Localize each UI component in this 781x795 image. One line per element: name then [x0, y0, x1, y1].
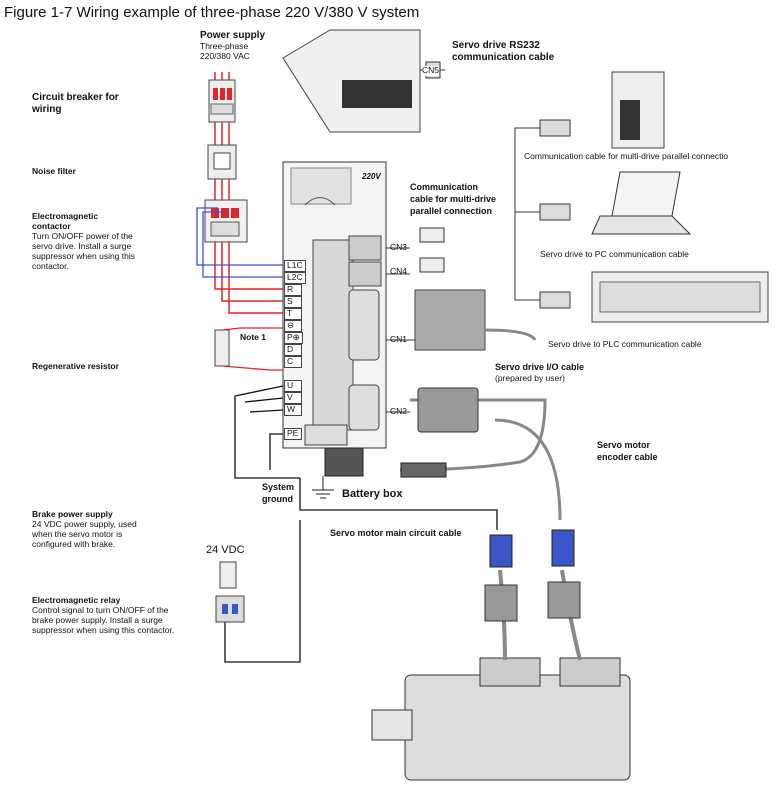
circuit-breaker-icon: [208, 79, 236, 123]
io-cable-sub: (prepared by user): [495, 373, 565, 383]
multi-drive-cable-label: Communication cable for multi-drive para…: [524, 151, 729, 161]
multi-drive-line1: Communication: [410, 182, 479, 192]
main-circuit-cable-label: Servo motor main circuit cable: [330, 528, 462, 538]
drive-voltage-label: 220V: [362, 172, 381, 181]
terminal-label: L2C: [284, 272, 306, 284]
drive-panel-top: [282, 29, 445, 133]
rj45-plug-icons: [419, 119, 571, 309]
rs232-line2: communication cable: [452, 52, 555, 63]
contactor-title1: Electromagnetic: [32, 211, 99, 221]
cn1-label: CN1: [390, 334, 408, 344]
cn4-label: CN4: [390, 266, 408, 276]
power-supply-line1: Three-phase: [200, 41, 249, 51]
terminal-label: T: [284, 308, 302, 320]
relay-desc1: brake power supply. Install a surge: [32, 615, 163, 625]
io-cable-title: Servo drive I/O cable: [495, 362, 585, 372]
encoder-cable-line1: Servo motor: [597, 440, 651, 450]
battery-box-icon: [312, 447, 364, 499]
plc-cable-label: Servo drive to PLC communication cable: [548, 339, 702, 349]
battery-box-label: Battery box: [342, 488, 403, 500]
breaker-line2: wiring: [32, 104, 62, 115]
terminal-label: L1C: [284, 260, 306, 272]
multi-drive-device-icon: [611, 71, 665, 149]
encoder-connector-icon: [400, 462, 447, 478]
relay-title: Electromagnetic relay: [32, 595, 121, 605]
terminal-label: PE: [284, 428, 302, 440]
system-ground-line2: ground: [262, 494, 293, 504]
noise-filter-label: Noise filter: [32, 166, 76, 176]
terminal-label: P⊕: [284, 332, 303, 344]
relay-desc2: suppressor when using this contactor.: [32, 625, 175, 635]
power-supply-line2: 220/380 VAC: [200, 51, 250, 61]
contactor-title2: contactor: [32, 221, 71, 231]
plc-icon: [591, 271, 769, 323]
laptop-icon: [591, 171, 692, 235]
control-power-wires: [196, 207, 283, 278]
brake-supply-title: Brake power supply: [32, 509, 113, 519]
encoder-cable-line2: encoder cable: [597, 452, 658, 462]
contactor-desc2: suppressor when using this: [32, 251, 136, 261]
pc-cable-label: Servo drive to PC communication cable: [540, 249, 689, 259]
io-wires: [386, 247, 420, 413]
terminal-label: U: [284, 380, 302, 392]
terminal-label: ⊖: [284, 320, 302, 332]
io-connector-icon: [414, 289, 486, 351]
relay-desc0: Control signal to turn ON/OFF of the: [32, 605, 169, 615]
cn3-label: CN3: [390, 242, 408, 252]
power-supply-title: Power supply: [200, 30, 266, 41]
system-ground-line1: System: [262, 482, 295, 492]
terminal-label: C: [284, 356, 302, 368]
contactor-desc3: contactor.: [32, 261, 69, 271]
regenerative-resistor-icon: [214, 327, 283, 371]
motor-cable-connectors: [484, 529, 582, 661]
multi-drive-line3: parallel connection: [410, 206, 493, 216]
brake-supply-desc2: configured with brake.: [32, 539, 116, 549]
cn2-connector-icon: [417, 387, 479, 433]
comm-cable-tree: [514, 127, 540, 301]
main-power-wires: [214, 242, 283, 314]
multi-drive-line2: cable for multi-drive: [410, 194, 497, 204]
motor-wires: [224, 385, 498, 663]
rs232-line1: Servo drive RS232: [452, 40, 540, 51]
noise-filter-icon: [207, 144, 237, 180]
breaker-line1: Circuit breaker for: [32, 92, 119, 103]
contactor-desc1: servo drive. Install a surge: [32, 241, 132, 251]
brake-supply-desc1: when the servo motor is: [32, 529, 123, 539]
brake-supply-desc0: 24 VDC power supply, used: [32, 519, 137, 529]
terminal-label: R: [284, 284, 302, 296]
terminal-label: V: [284, 392, 302, 404]
regen-label: Regenerative resistor: [32, 361, 119, 371]
contactor-desc0: Turn ON/OFF power of the: [32, 231, 133, 241]
note1-label: Note 1: [240, 332, 266, 342]
cn5-label: CN5: [422, 65, 440, 76]
cn2-label: CN2: [390, 406, 408, 416]
vdc-label: 24 VDC: [206, 544, 245, 556]
terminal-label: D: [284, 344, 302, 356]
servo-motor-icon: [371, 657, 631, 781]
contactor-icon: [204, 199, 248, 243]
figure-title: Figure 1-7 Wiring example of three-phase…: [4, 4, 420, 21]
relay-icon: [215, 561, 245, 623]
terminal-label: S: [284, 296, 302, 308]
terminal-label: W: [284, 404, 302, 416]
